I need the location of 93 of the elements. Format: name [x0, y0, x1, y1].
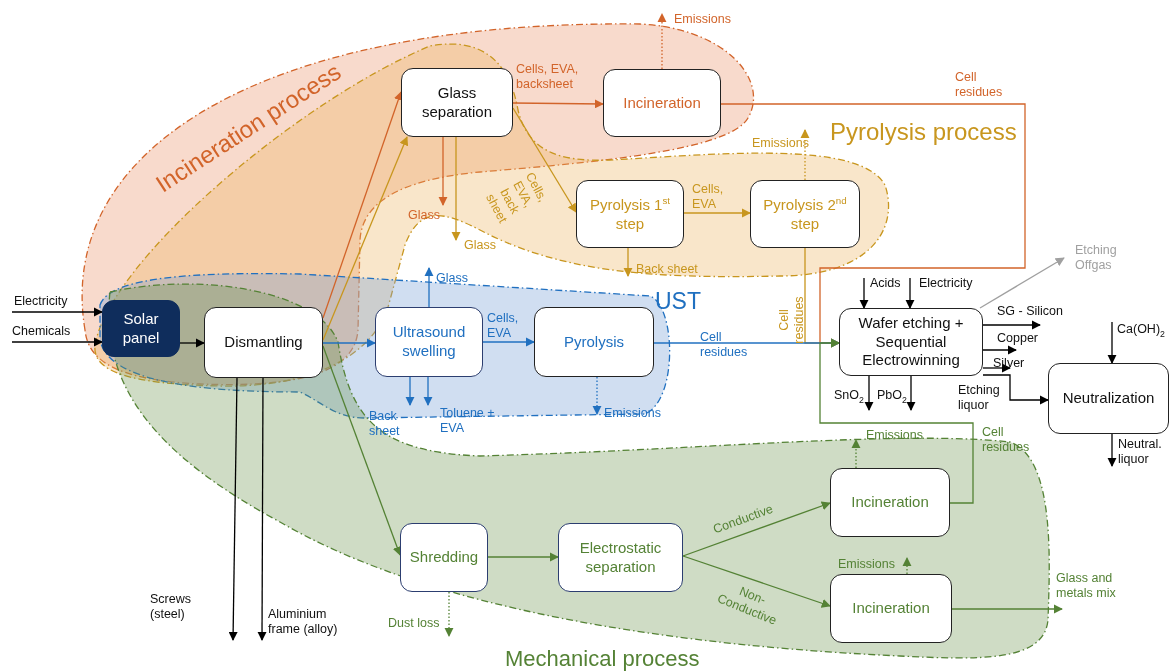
arrow — [951, 604, 1063, 614]
edge-label: Back sheet — [369, 409, 401, 439]
edge-label: Electricity — [919, 276, 973, 291]
edge-label: Etching liquor — [958, 383, 1001, 413]
edge-label: Emissions — [674, 12, 731, 27]
edge-label: Silver — [993, 356, 1025, 371]
edge-label: SnO$_{2}$ — [834, 388, 864, 403]
arrow — [322, 136, 409, 341]
arrow — [1107, 321, 1117, 364]
edge-label: Acids — [870, 276, 901, 291]
edge-label: Back sheet — [636, 262, 698, 277]
arrow — [512, 99, 604, 109]
edge-label: Cells, EVA, backsheet — [516, 62, 580, 92]
arrow — [424, 267, 434, 308]
arrow — [11, 307, 103, 317]
process-box: Incineration — [830, 574, 952, 643]
edge-label: Cell residues — [700, 330, 749, 360]
arrow — [905, 277, 915, 309]
edge-label: Aluminium frame (alloy) — [268, 607, 339, 637]
arrow — [179, 338, 205, 348]
process-box: Neutralization — [1048, 363, 1169, 434]
arrow — [819, 338, 974, 504]
edge-label: Cells, EVA, back sheet — [482, 169, 551, 228]
arrow — [859, 277, 869, 309]
arrow — [979, 257, 1065, 309]
arrow — [864, 375, 874, 411]
edge-label: Cell residues — [955, 70, 1004, 100]
edge-label: Etching Offgas — [1075, 243, 1118, 273]
region-title: Pyrolysis process — [830, 120, 1017, 144]
process-box: Pyrolysis 2$^{nd}$ step — [750, 180, 860, 248]
edge-label: Neutral. liquor — [1118, 437, 1163, 467]
arrow — [851, 439, 861, 469]
edge-label: Cell residues — [982, 425, 1031, 455]
edge-label: SG - Silicon — [997, 304, 1063, 319]
edge-label: Emissions — [838, 557, 895, 572]
arrow — [623, 247, 633, 277]
edge-label: Copper — [997, 331, 1038, 346]
arrow — [902, 557, 912, 575]
arrow — [405, 376, 415, 406]
process-box: Pyrolysis — [534, 307, 654, 377]
edge-label: Ca(OH)$_{2}$ — [1117, 322, 1165, 337]
arrow — [11, 337, 103, 347]
process-box: Pyrolysis 1$^{st}$ step — [576, 180, 684, 248]
arrow — [982, 345, 1017, 355]
edge-label: Cells, EVA — [487, 311, 520, 341]
arrow — [257, 377, 267, 641]
process-box: Wafer etching + Sequential Electrowinning — [839, 308, 983, 376]
edge-label: Toluene + EVA — [440, 406, 496, 436]
arrow — [657, 13, 667, 70]
edge-label: PbO$_{2}$ — [877, 388, 907, 403]
arrow — [322, 338, 376, 348]
region-title: Mechanical process — [505, 648, 700, 670]
arrow — [906, 375, 916, 411]
arrow — [592, 376, 602, 415]
process-box: Incineration — [830, 468, 950, 537]
edge-label: Glass — [408, 208, 440, 223]
process-box: Electrostatic separation — [558, 523, 683, 592]
arrow — [683, 208, 751, 218]
edge-label: Cell residues — [777, 295, 807, 346]
arrow — [1107, 433, 1117, 467]
arrow — [482, 337, 535, 347]
edge-label: Cells, EVA — [692, 182, 725, 212]
arrow — [982, 363, 1011, 373]
arrow — [682, 555, 831, 608]
edge-label: Emissions — [604, 406, 661, 421]
process-box: Glass separation — [401, 68, 513, 137]
edge-label: Glass — [436, 271, 468, 286]
process-box: Ultrasound swelling — [375, 307, 483, 377]
arrow — [438, 136, 448, 206]
arrow — [512, 107, 577, 213]
edge-label: Glass and metals mix — [1056, 571, 1117, 601]
arrow — [682, 501, 831, 557]
arrow — [444, 591, 454, 637]
arrow — [423, 376, 433, 406]
arrow — [451, 136, 461, 241]
edge-label: Dust loss — [388, 616, 440, 631]
arrow — [322, 91, 403, 319]
arrow — [322, 345, 402, 556]
arrow — [487, 552, 559, 562]
edge-label: Glass — [464, 238, 496, 253]
arrow — [800, 129, 810, 181]
process-box: Shredding — [400, 523, 488, 592]
process-box: Incineration — [603, 69, 721, 137]
input-box: Solar panel — [102, 300, 180, 357]
edge-label: Electricity — [14, 294, 68, 309]
process-box: Dismantling — [204, 307, 323, 378]
edge-label: Emissions — [752, 136, 809, 151]
region-title: UST — [655, 290, 701, 313]
edge-label: Chemicals — [12, 324, 71, 339]
arrow — [982, 374, 1049, 405]
edge-label: Emissions — [866, 428, 923, 443]
arrow — [982, 320, 1041, 330]
edge-label: Screws (steel) — [150, 592, 192, 622]
